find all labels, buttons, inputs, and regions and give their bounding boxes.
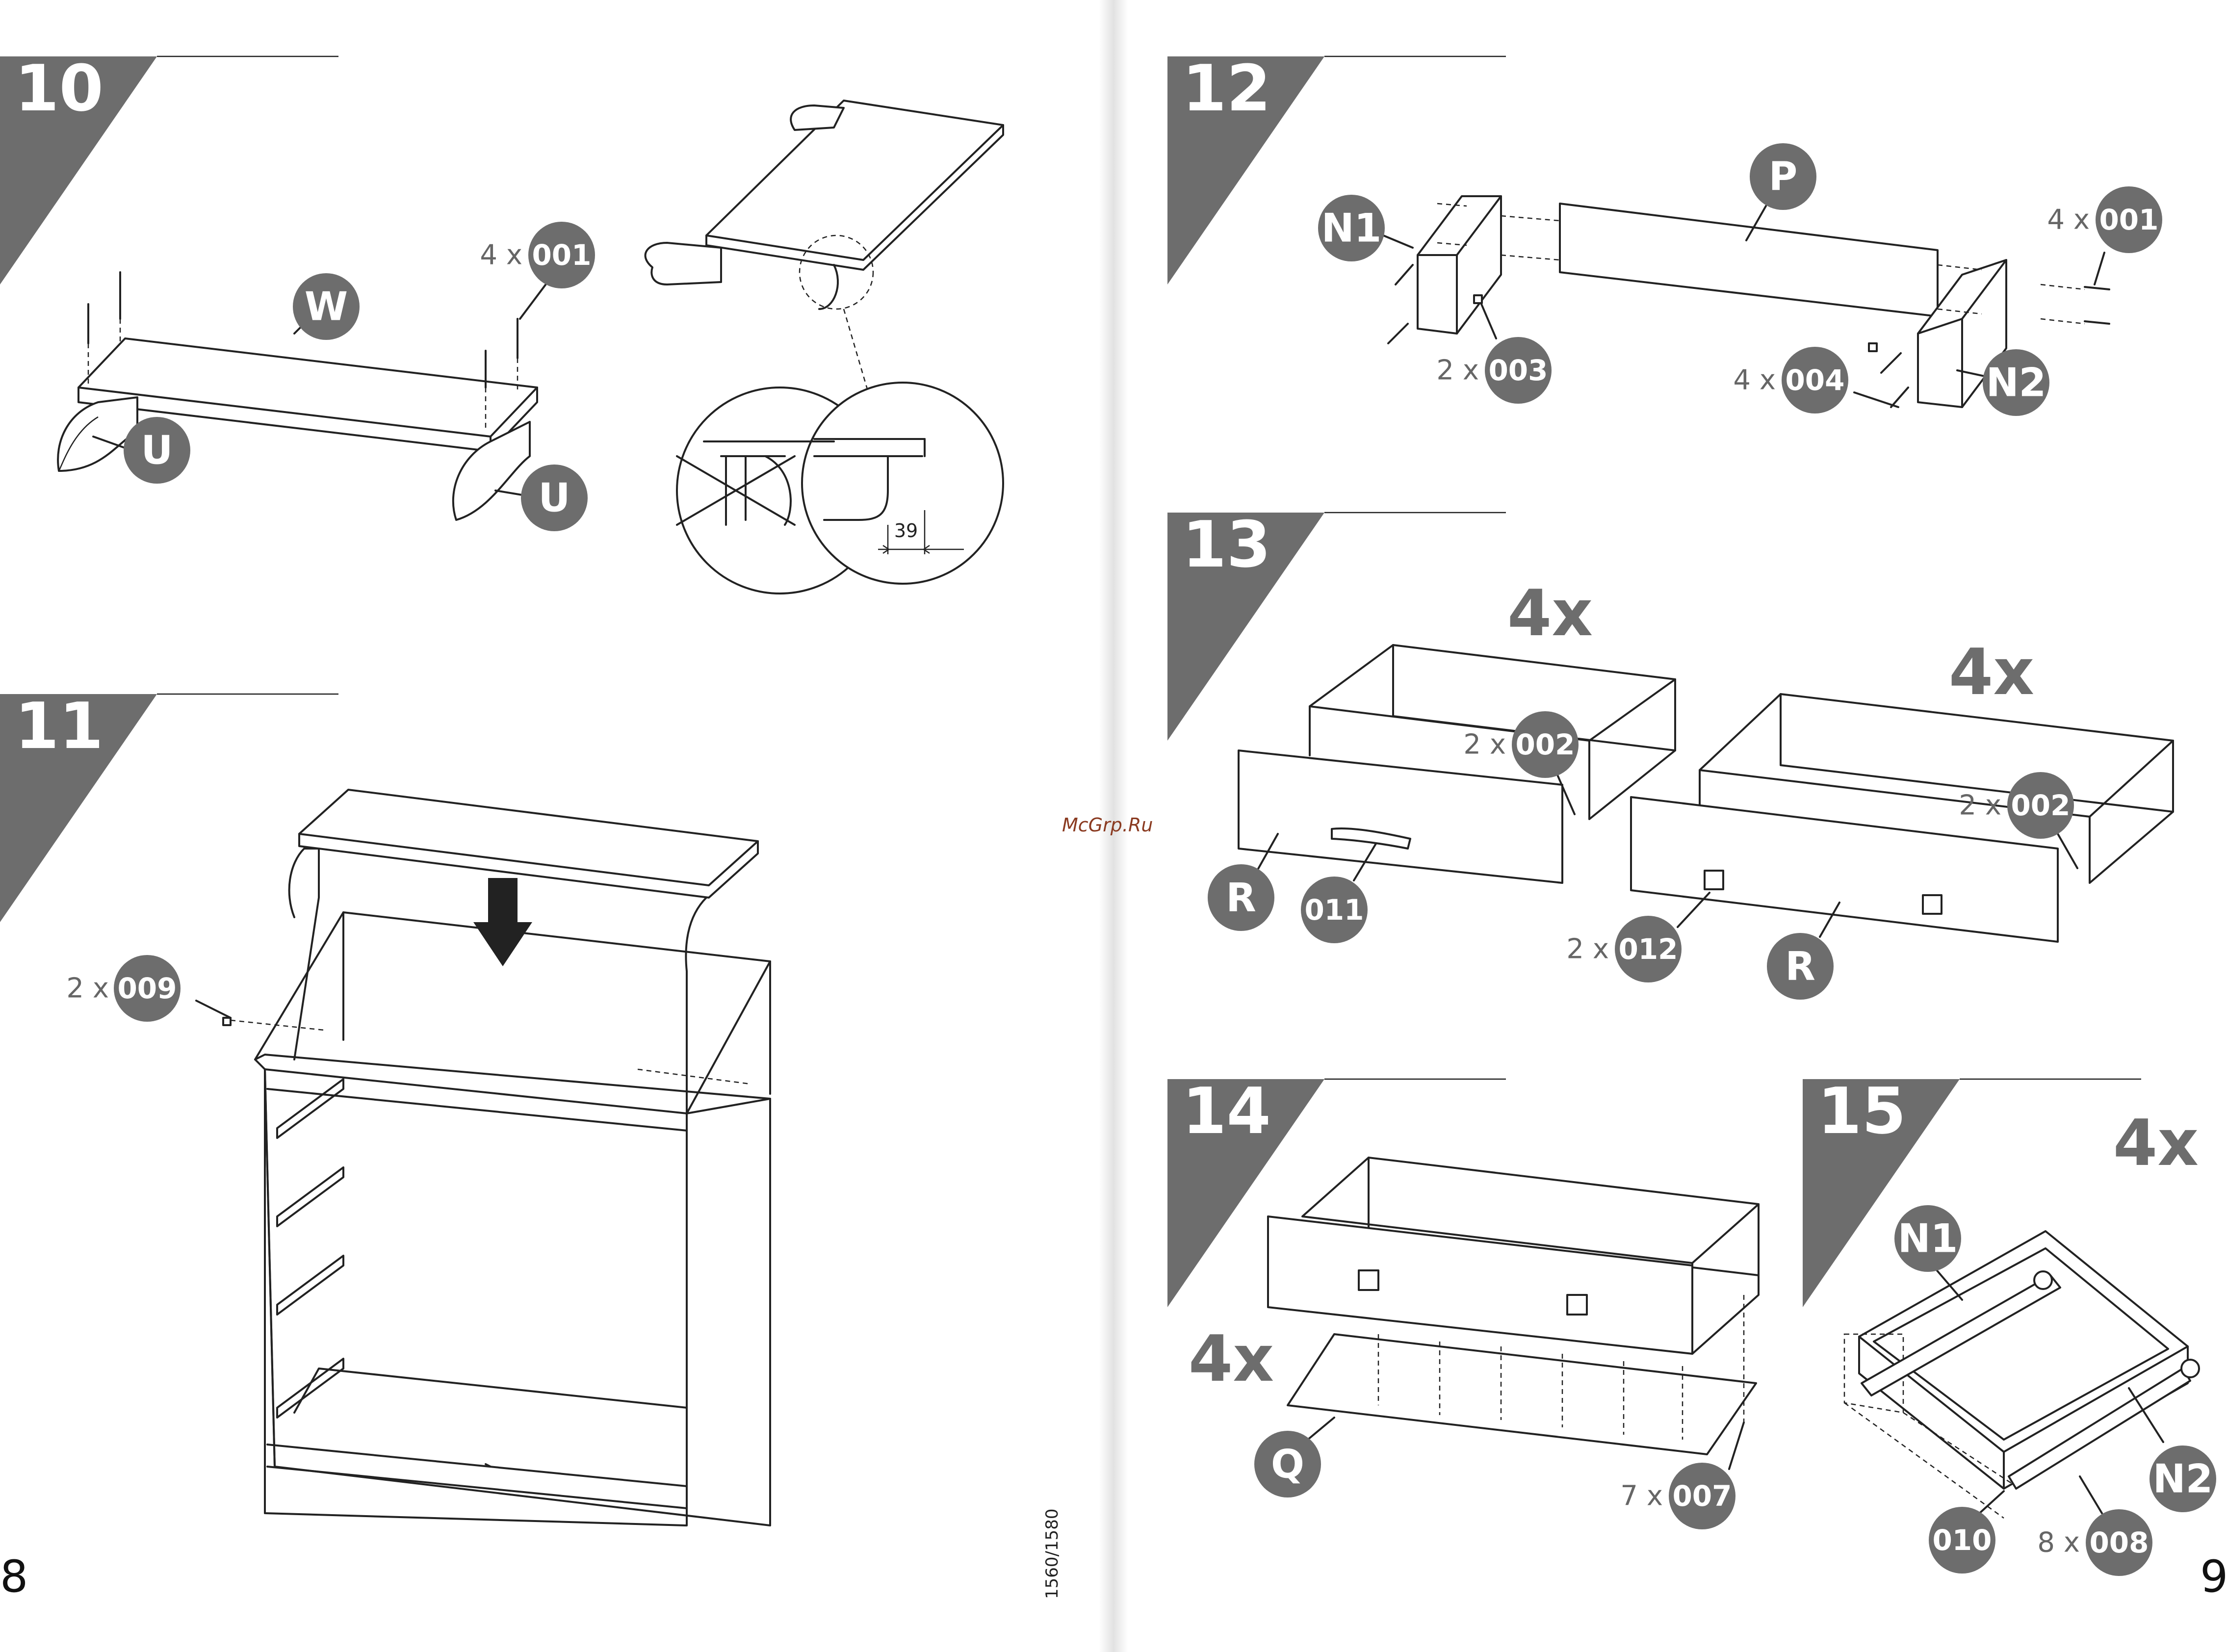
step-13-repeat-left: 4x: [1507, 576, 1593, 650]
watermark-text: McGrp.Ru: [1062, 814, 1153, 836]
part-P-label: P: [1769, 154, 1798, 200]
fastener-003-code: 003: [1488, 354, 1548, 387]
fastener-010-code: 010: [1932, 1523, 1992, 1557]
part-W-label: W: [305, 284, 348, 330]
page-number-left: 8: [0, 1555, 28, 1599]
step-10-number: 10: [15, 51, 104, 126]
page-number-right: 9: [2200, 1555, 2227, 1599]
fastener-004-code: 004: [1785, 363, 1844, 397]
step-12: 12 N1: [1167, 51, 2162, 416]
part-N1-label-step15: N1: [1898, 1216, 1958, 1262]
fastener-002-qty-a: 2 x: [1463, 729, 1506, 761]
step-11: 11: [0, 689, 770, 1525]
step-14-repeat: 4x: [1189, 1321, 1274, 1396]
fastener-001-qty: 4 x: [480, 239, 522, 271]
step-14: 14 4x Q 007 7 x: [1167, 1074, 1759, 1529]
step-15-number: 15: [1817, 1074, 1906, 1148]
fastener-004-qty: 4 x: [1733, 364, 1776, 396]
fastener-012-qty: 2 x: [1566, 933, 1609, 965]
step-13-repeat-right: 4x: [1949, 635, 2034, 709]
step-11-number: 11: [15, 689, 104, 763]
step-15: 15 4x N1 N2 010 008 8 x: [1803, 1074, 2216, 1576]
step-15-repeat: 4x: [2113, 1106, 2199, 1180]
part-N2-label: N2: [1986, 360, 2046, 406]
step-10: 10 W U: [0, 51, 1003, 594]
step-14-number: 14: [1182, 1074, 1271, 1148]
fastener-009-qty: 2 x: [66, 973, 109, 1005]
fastener-008-code: 008: [2089, 1526, 2149, 1559]
fastener-002-code-b: 002: [2011, 789, 2070, 822]
fastener-009-code: 009: [117, 972, 177, 1005]
part-U-right-label: U: [539, 475, 570, 521]
part-R-left-label: R: [1226, 875, 1256, 921]
fastener-001-code: 001: [532, 238, 591, 272]
step-13: 13 4x 4x R R 011: [1167, 507, 2173, 1000]
dimension-39: 39: [894, 520, 918, 542]
fastener-002-qty-b: 2 x: [1959, 790, 2001, 822]
fastener-011-code: 011: [1304, 893, 1364, 927]
model-code: 1560/1580: [1042, 1508, 1062, 1599]
fastener-012-code: 012: [1618, 932, 1678, 966]
fastener-007-qty: 7 x: [1620, 1480, 1663, 1512]
part-U-left-label: U: [141, 428, 173, 473]
part-N2-label-step15: N2: [2153, 1456, 2213, 1502]
part-R-right-label: R: [1785, 944, 1815, 989]
part-N1-label: N1: [1321, 206, 1382, 251]
fastener-001-code-step12: 001: [2099, 203, 2158, 236]
fastener-007-code: 007: [1672, 1479, 1732, 1513]
part-Q-label: Q: [1271, 1442, 1304, 1487]
fastener-008-qty: 8 x: [2037, 1527, 2080, 1559]
step-12-number: 12: [1182, 51, 1271, 126]
fastener-003-qty: 2 x: [1436, 355, 1479, 387]
fastener-002-code-a: 002: [1515, 728, 1575, 761]
step-13-number: 13: [1182, 507, 1271, 582]
fastener-001-qty-step12: 4 x: [2047, 204, 2090, 236]
